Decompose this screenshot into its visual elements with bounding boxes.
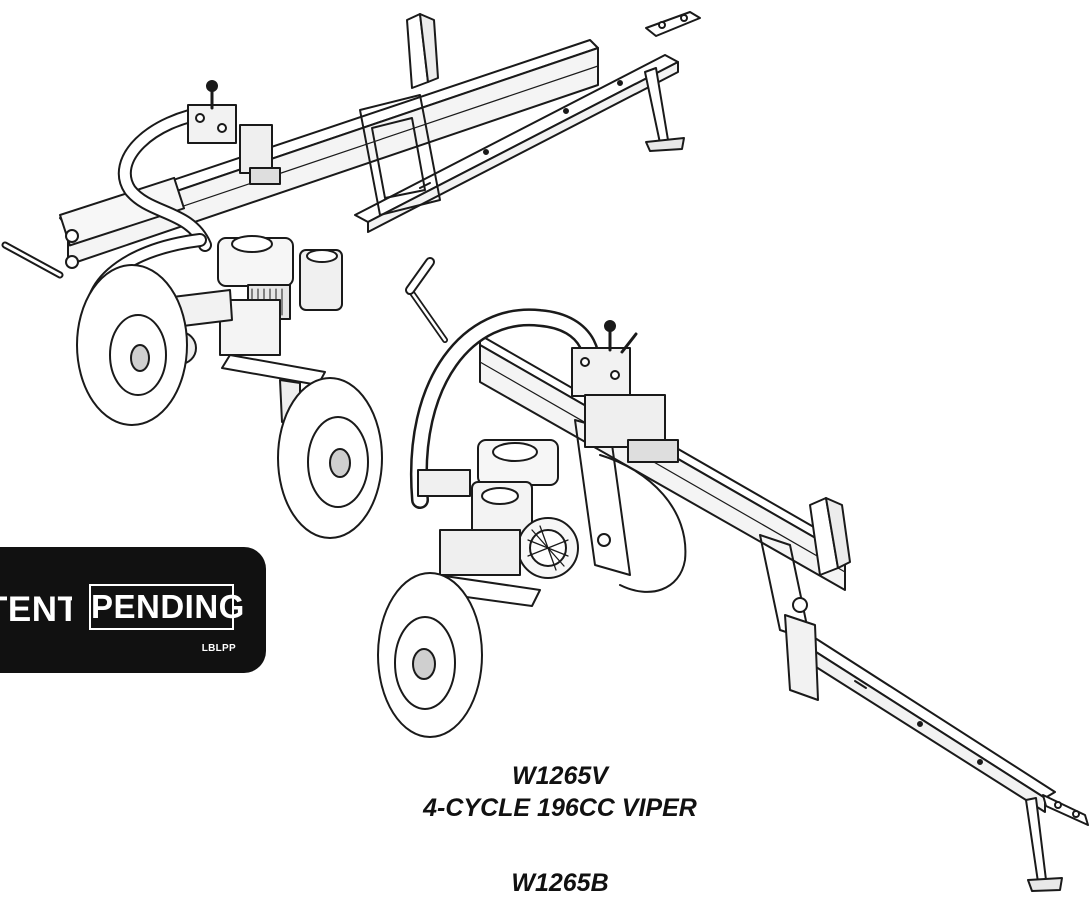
front-log-splitter — [377, 257, 1089, 892]
badge-label-code: LBLPP — [201, 643, 236, 654]
model-number-secondary: W1265B — [511, 869, 609, 897]
model-description-primary: 4-CYCLE 196CC VIPER — [423, 794, 697, 822]
badge-word-pending: PENDING — [89, 584, 244, 630]
patent-pending-badge: TENT PENDING LBLPP — [0, 547, 266, 673]
back-log-splitter — [1, 11, 701, 539]
model-number-primary: W1265V — [512, 762, 608, 790]
badge-word-tent: TENT — [0, 590, 72, 629]
